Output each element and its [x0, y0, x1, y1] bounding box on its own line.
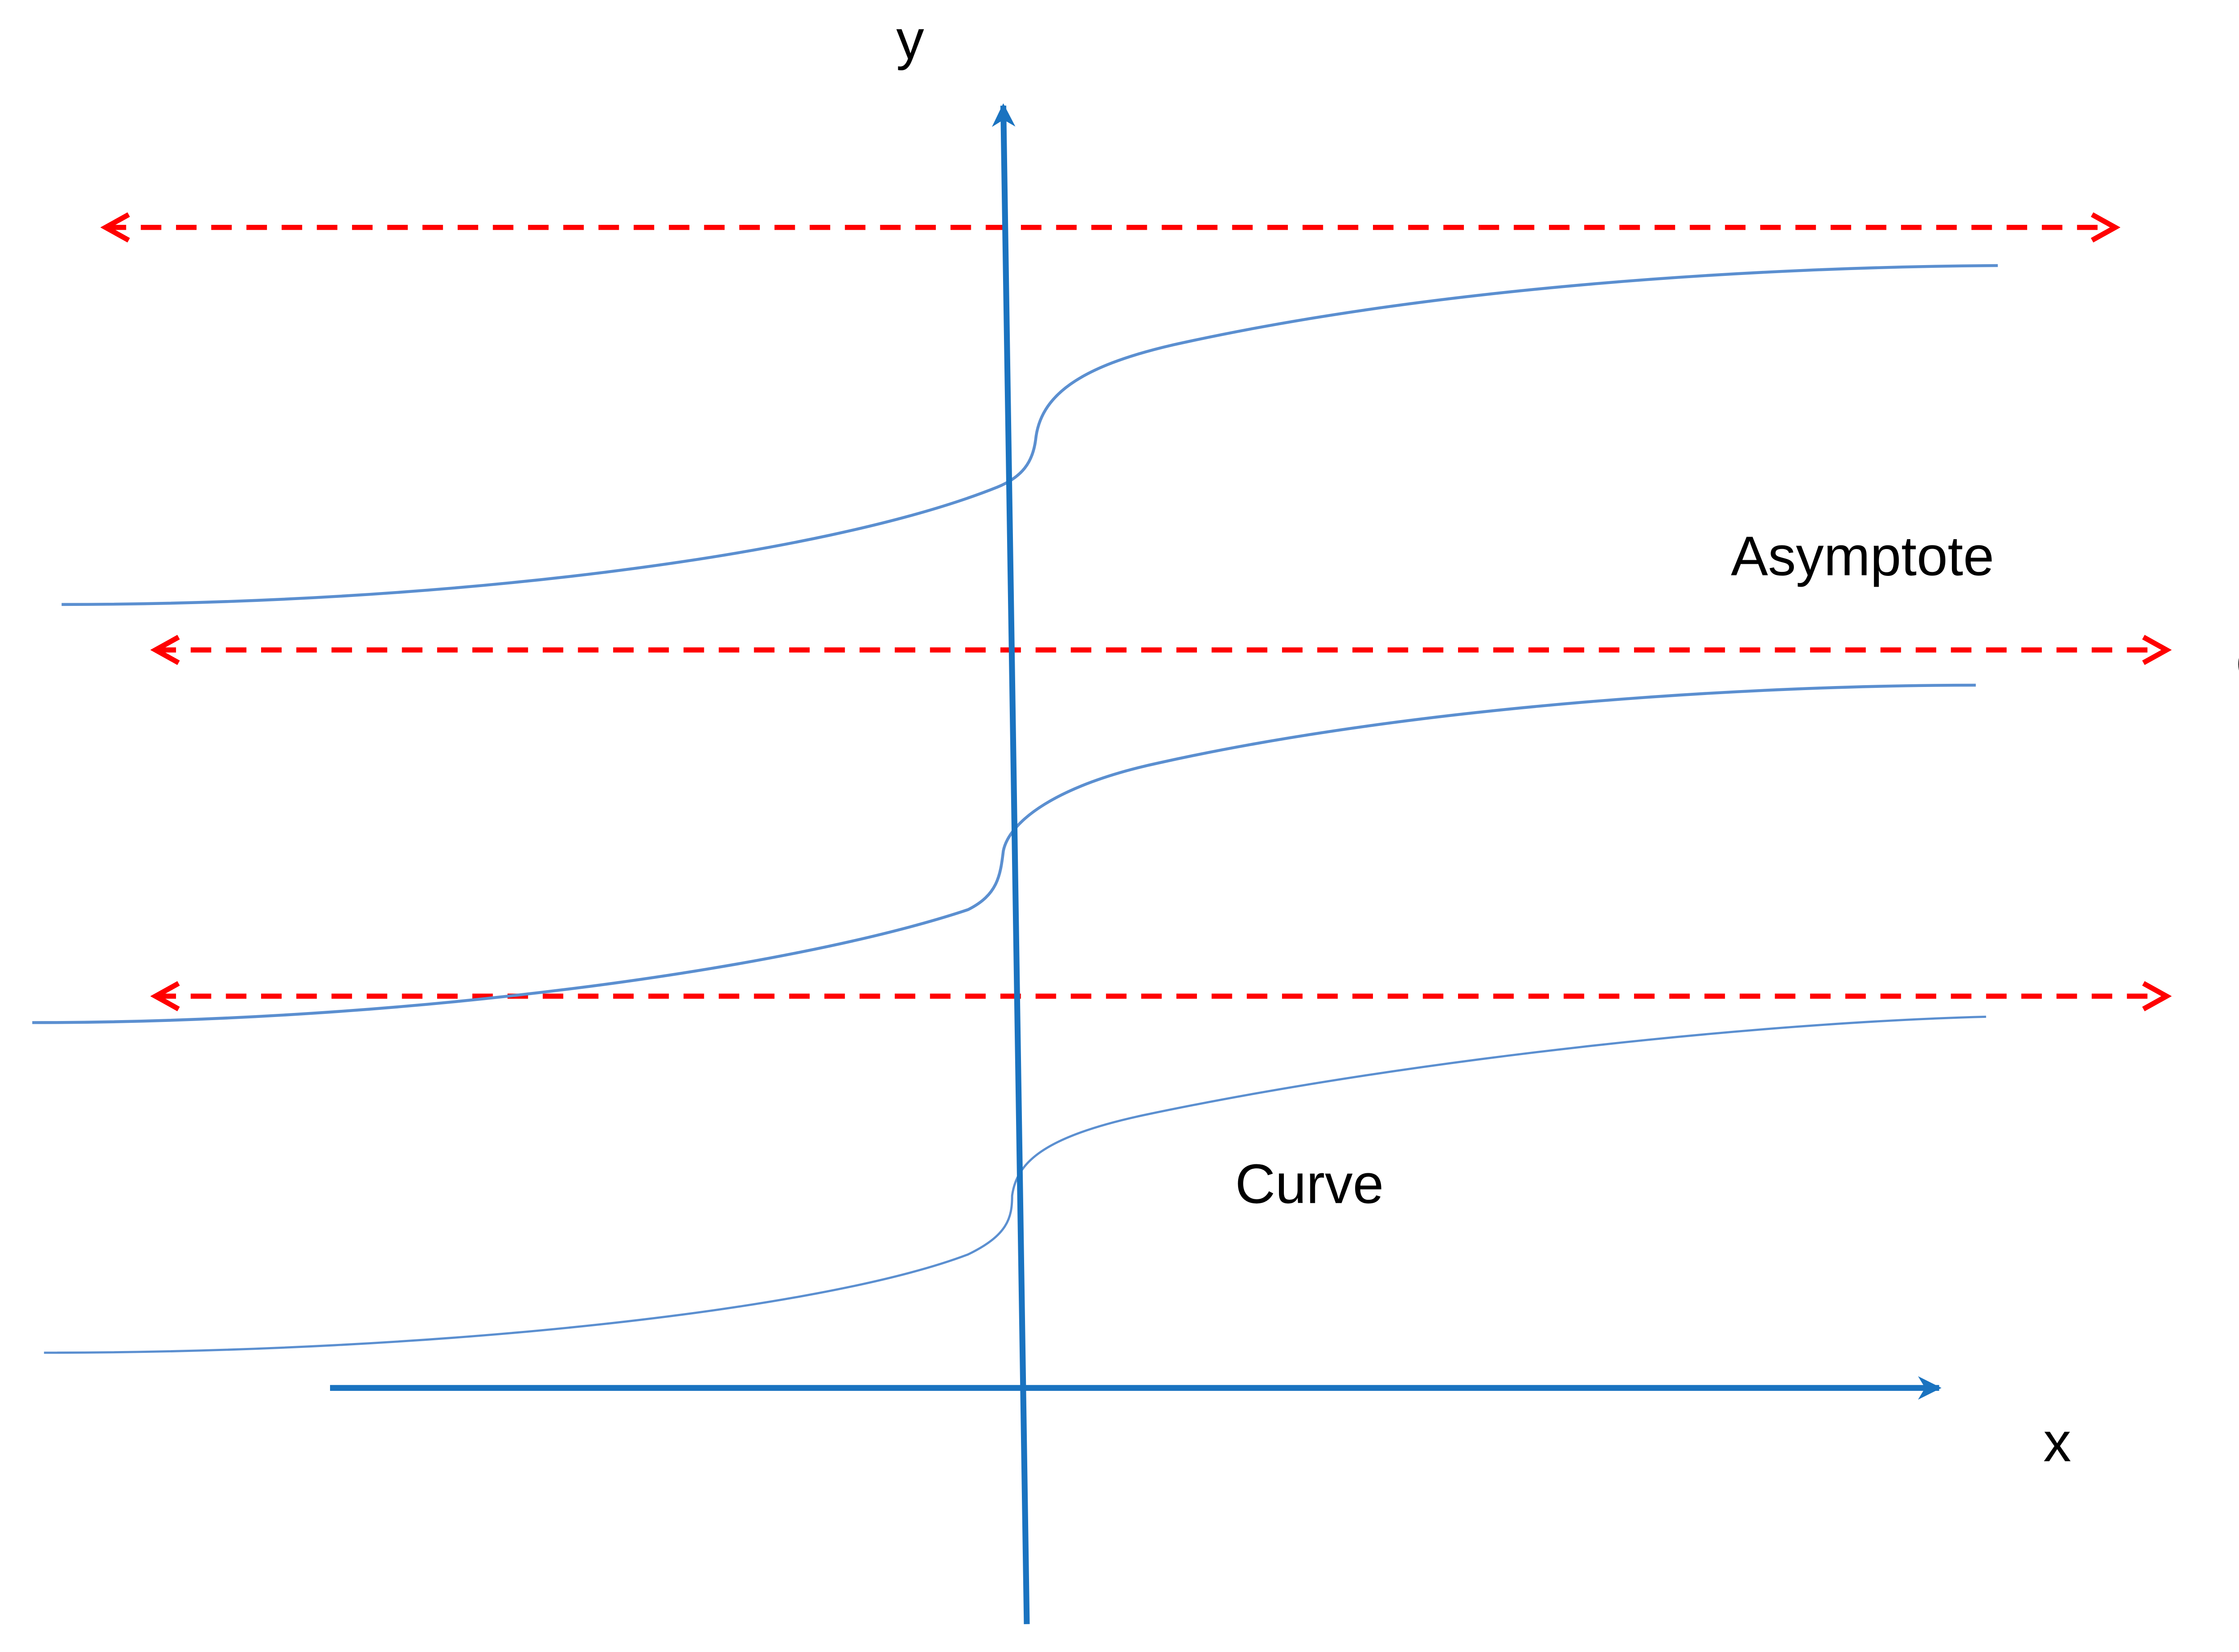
curves: [32, 264, 1998, 1354]
asymptote-label: Asymptote: [1731, 525, 1994, 587]
y-axis: [992, 103, 1030, 1624]
y-axis-label: y: [896, 9, 924, 71]
axes: [330, 103, 1942, 1624]
asymptote-lines: [106, 227, 2166, 996]
curve-label: Curve: [1235, 1153, 1384, 1215]
curve-middle: [32, 683, 1976, 1024]
curve-bottom: [44, 1015, 1986, 1354]
labels: y x Asymptote C Curve: [896, 9, 2239, 1473]
constant-label: C: [2235, 634, 2239, 696]
x-axis-label: x: [2043, 1411, 2071, 1473]
curve-top: [61, 264, 1998, 606]
